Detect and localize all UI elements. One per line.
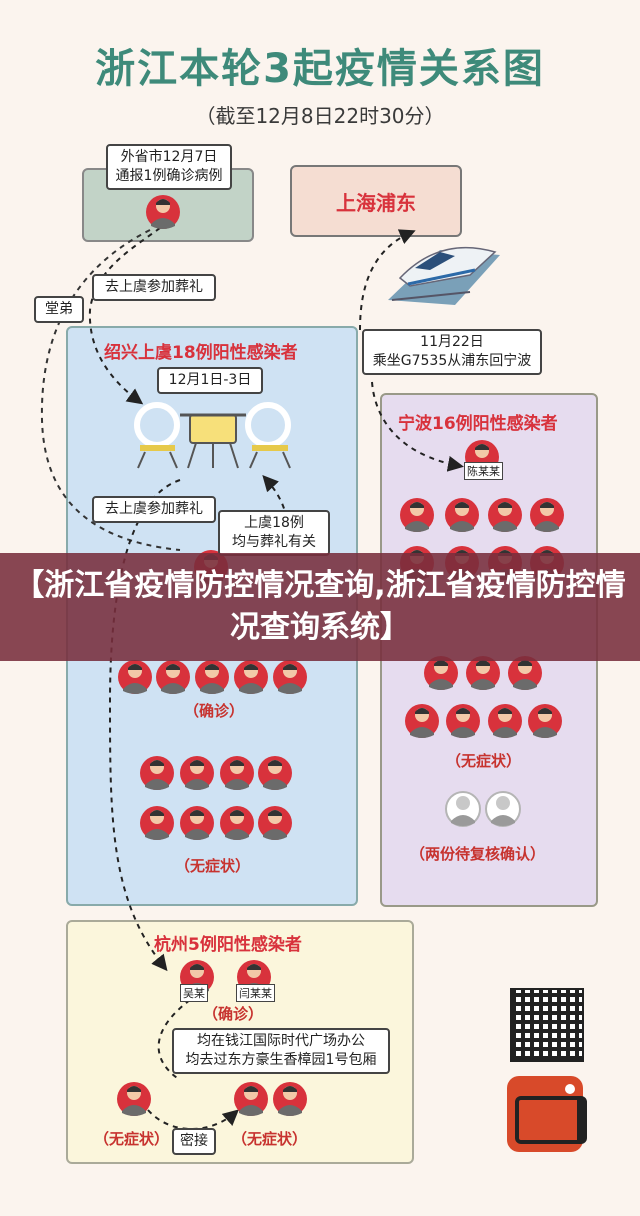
page-subtitle: （截至12月8日22时30分） [195,104,445,128]
hangzhou-confirmed-label: （确诊） [203,1005,264,1023]
cousin-note: 堂弟 [34,296,84,323]
shangyu-18-note: 上虞18例 均与葬礼有关 [218,510,330,556]
shaoxing-confirmed-label: （确诊） [184,702,245,720]
banner-text: 【浙江省疫情防控情况查询,浙江省疫情防控情况查询系统】 [14,568,626,645]
close-contact-note: 密接 [172,1128,216,1155]
train-note: 11月22日 乘坐G7535从浦东回宁波 [362,329,542,375]
shaoxing-asymptomatic-label: （无症状） [175,857,251,875]
funeral-note-bottom: 去上虞参加葬礼 [92,496,216,523]
hangzhou-asymptomatic-left: （无症状） [94,1130,170,1148]
hangzhou-office-note: 均在钱江国际时代广场办公 均去过东方豪生香樟园1号包厢 [172,1028,390,1074]
funeral-note-top: 去上虞参加葬礼 [92,274,216,301]
ningbo-asymptomatic-label: （无症状） [446,752,522,770]
top-case-note: 外省市12月7日 通报1例确诊病例 [106,144,232,190]
shaoxing-date: 12月1日-3日 [157,367,263,394]
shanghai-label: 上海浦东 [336,191,416,215]
train-icon [388,246,500,305]
ningbo-title: 宁波16例阳性感染者 [398,414,558,434]
hangzhou-person1-tag: 吴某 [180,984,208,1002]
funeral-icon [134,402,291,469]
ningbo-person-tag: 陈某某 [464,462,503,480]
ningbo-pending-label: （两份待复核确认） [410,845,546,863]
shaoxing-title: 绍兴上虞18例阳性感染者 [104,343,298,363]
hangzhou-asymptomatic-right: （无症状） [232,1130,308,1148]
hangzhou-title: 杭州5例阳性感染者 [154,935,302,955]
hangzhou-person2-tag: 闫某某 [236,984,275,1002]
qr-code [510,988,584,1062]
overlay-banner: 【浙江省疫情防控情况查询,浙江省疫情防控情况查询系统】 [0,553,640,661]
shanghai-region: 上海浦东 [290,165,462,237]
page-title: 浙江本轮3起疫情关系图 [95,46,545,92]
citylink-logo [507,1076,587,1152]
